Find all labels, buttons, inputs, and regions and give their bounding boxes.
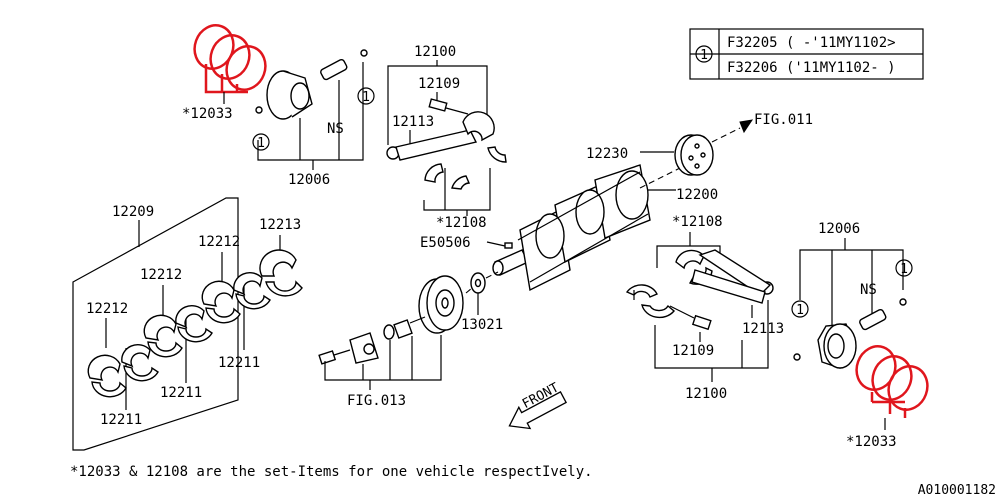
label-bolt-bottom: 12109 (672, 343, 714, 359)
label-washer: 13021 (461, 317, 503, 333)
diagram-id: A010001182 (918, 483, 996, 497)
circle-marker-icon (791, 300, 809, 318)
label-rod-bottom: 12100 (685, 386, 727, 402)
legend-box: 1 F32205 ( -'11MY1102> F32206 ('11MY1102… (689, 28, 924, 80)
crank-gear[interactable] (674, 134, 714, 176)
main-bearings[interactable] (87, 249, 303, 398)
legend-row-2: F32206 ('11MY1102- ) (727, 60, 896, 76)
label-bolt-top: 12109 (418, 76, 460, 92)
legend-marker-icon (695, 45, 713, 63)
label-ns-right: NS (860, 282, 877, 298)
label-bearing-a2: 12212 (140, 267, 182, 283)
circle-label-a: 1 (257, 136, 265, 151)
bearing-shell (87, 344, 159, 398)
label-bearing-set-top: *12108 (436, 215, 487, 231)
crank-pulley[interactable] (418, 275, 464, 334)
label-nut-bottom: 12113 (742, 321, 784, 337)
label-nut-top: 12113 (392, 114, 434, 130)
bearing-shell (201, 272, 271, 324)
piston-left[interactable] (255, 49, 368, 120)
legend-marker: 1 (700, 48, 708, 63)
label-fig-ref-top: FIG.011 (754, 112, 813, 128)
label-piston-right: 12006 (818, 221, 860, 237)
legend-row-1: F32205 ( -'11MY1102> (727, 35, 896, 51)
label-ring-left: *12033 (182, 106, 233, 122)
label-crankshaft: 12200 (676, 187, 718, 203)
label-fig-ref-bottom: FIG.013 (347, 393, 406, 409)
label-bearing-b3: 12211 (218, 355, 260, 371)
label-ring-right: *12033 (846, 434, 897, 450)
bearing-shell (143, 305, 213, 358)
footnote: *12033 & 12108 are the set-Items for one… (70, 464, 593, 480)
circle-marker-icon (895, 259, 913, 277)
sprocket[interactable] (318, 332, 379, 365)
pulley-bolt[interactable] (383, 316, 426, 340)
label-bearing-group: 12209 (112, 204, 154, 220)
connecting-rod-top[interactable] (386, 98, 507, 190)
circle-label-d: 1 (796, 303, 804, 318)
label-rod-top: 12100 (414, 44, 456, 60)
connecting-rod-bottom[interactable] (625, 249, 774, 331)
label-bearing-set-right: *12108 (672, 214, 723, 230)
label-piston-left: 12006 (288, 172, 330, 188)
crankshaft[interactable] (492, 164, 651, 292)
label-bearing-c: 12213 (259, 217, 301, 233)
circle-marker-icon (252, 133, 270, 151)
label-bearing-b1: 12211 (100, 412, 142, 428)
piston-rings-right[interactable] (851, 341, 934, 418)
circle-marker-icon (357, 87, 375, 105)
woodruff-key-icon (504, 242, 513, 249)
piston-rings-left[interactable] (189, 20, 272, 95)
arrow-icon (739, 119, 754, 134)
bearing-shell (259, 249, 303, 297)
label-gear: 12230 (586, 146, 628, 162)
washer[interactable] (470, 272, 486, 294)
piston-right[interactable] (793, 298, 907, 369)
label-bearing-a1: 12212 (86, 301, 128, 317)
circle-label-c: 1 (900, 262, 908, 277)
label-ns-left: NS (327, 121, 344, 137)
label-bearing-b2: 12211 (160, 385, 202, 401)
front-arrow: FRONT (508, 380, 568, 430)
circle-label-b: 1 (362, 90, 370, 105)
front-arrow-icon (508, 391, 568, 430)
label-bearing-a3: 12212 (198, 234, 240, 250)
label-key: E50506 (420, 235, 471, 251)
